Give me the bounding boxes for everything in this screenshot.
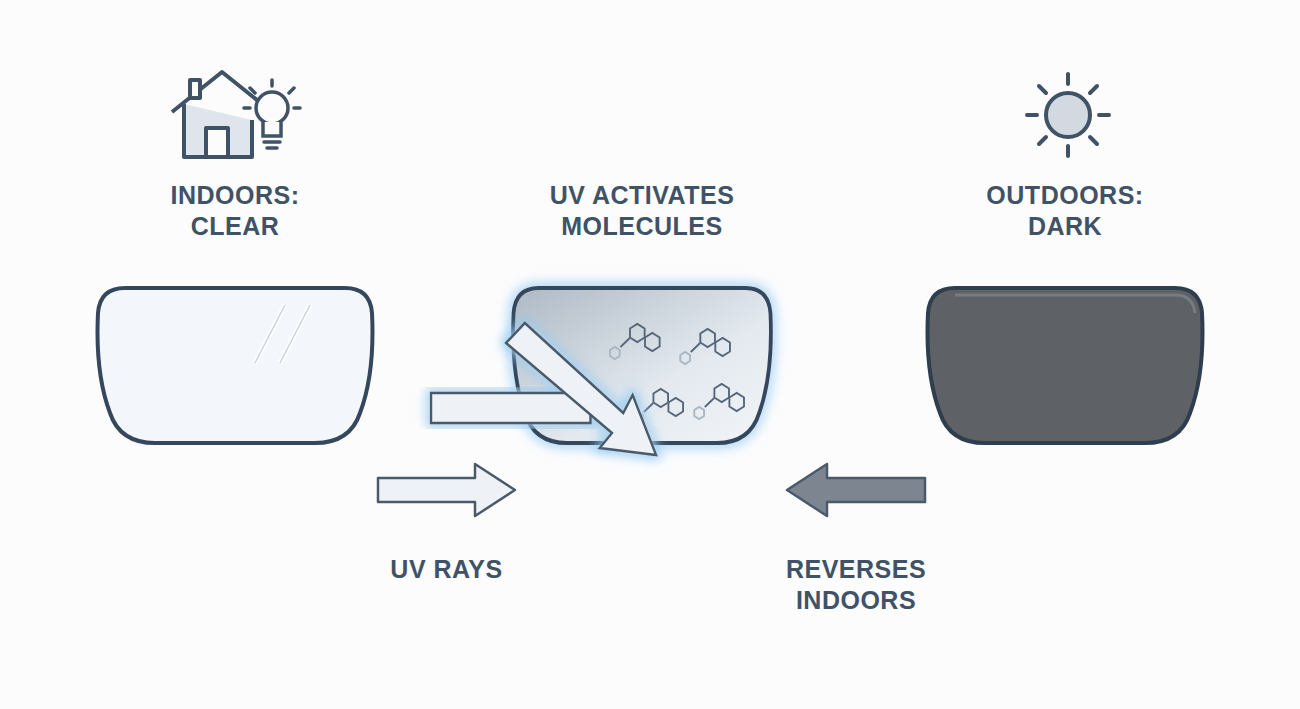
bulb-icon	[244, 80, 300, 148]
lens-shape	[492, 263, 792, 468]
lens-heading: UV ACTIVATES MOLECULES	[522, 180, 762, 243]
lens-shape	[75, 263, 395, 468]
lens-node: UV ACTIVATES MOLECULES	[512, 180, 772, 500]
lens-shape	[905, 263, 1225, 468]
lens-node: INDOORS: CLEAR	[95, 180, 375, 500]
block-arrow	[787, 464, 925, 516]
lens-node: OUTDOORS: DARK	[925, 180, 1205, 500]
arrow-label: REVERSES INDOORS	[762, 552, 950, 619]
lens-heading: INDOORS: CLEAR	[145, 180, 325, 243]
sun-icon	[1027, 74, 1109, 156]
block-arrow	[378, 464, 515, 516]
house-icon	[172, 72, 262, 157]
lens-heading: OUTDOORS: DARK	[965, 180, 1165, 243]
arrow-label: UV RAYS	[383, 552, 511, 587]
